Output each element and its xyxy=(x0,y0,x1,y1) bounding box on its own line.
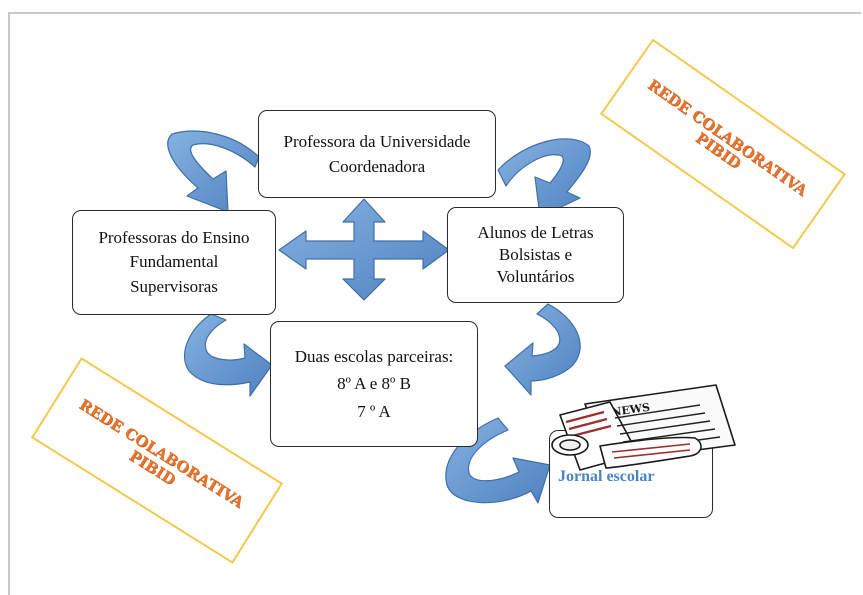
schools-box: Duas escolas parceiras: 8º A e 8º B 7 º … xyxy=(270,321,478,447)
coordinator-role: Coordenadora xyxy=(328,157,426,176)
four-way-arrow xyxy=(278,198,450,301)
supervisors-title-line2: Fundamental xyxy=(129,252,219,272)
coordinator-title: Professora da Universidade xyxy=(283,131,471,151)
schools-title: Duas escolas parceiras: xyxy=(294,347,454,367)
students-role-line1: Bolsistas e xyxy=(498,244,573,264)
supervisors-role: Supervisoras xyxy=(130,276,218,296)
curved-arrow-bottom-left xyxy=(184,313,273,397)
figure-frame xyxy=(8,12,861,595)
supervisors-title-line1: Professoras do Ensino xyxy=(98,227,250,247)
students-box: Alunos de Letras Bolsistas e Voluntários xyxy=(447,207,624,303)
students-role-line2: Voluntários xyxy=(496,267,575,287)
schools-classes-7: 7 º A xyxy=(357,401,391,421)
schools-classes-8: 8º A e 8º B xyxy=(337,374,411,394)
curved-arrow-right-middle xyxy=(504,303,581,396)
supervisors-box: Professoras do Ensino Fundamental Superv… xyxy=(72,210,276,315)
curved-arrow-top-left xyxy=(167,130,260,213)
newspaper-label: Jornal escolar xyxy=(558,468,655,485)
coordinator-box: Professora da Universidade Coordenadora xyxy=(258,110,496,198)
students-title: Alunos de Letras xyxy=(477,222,594,242)
